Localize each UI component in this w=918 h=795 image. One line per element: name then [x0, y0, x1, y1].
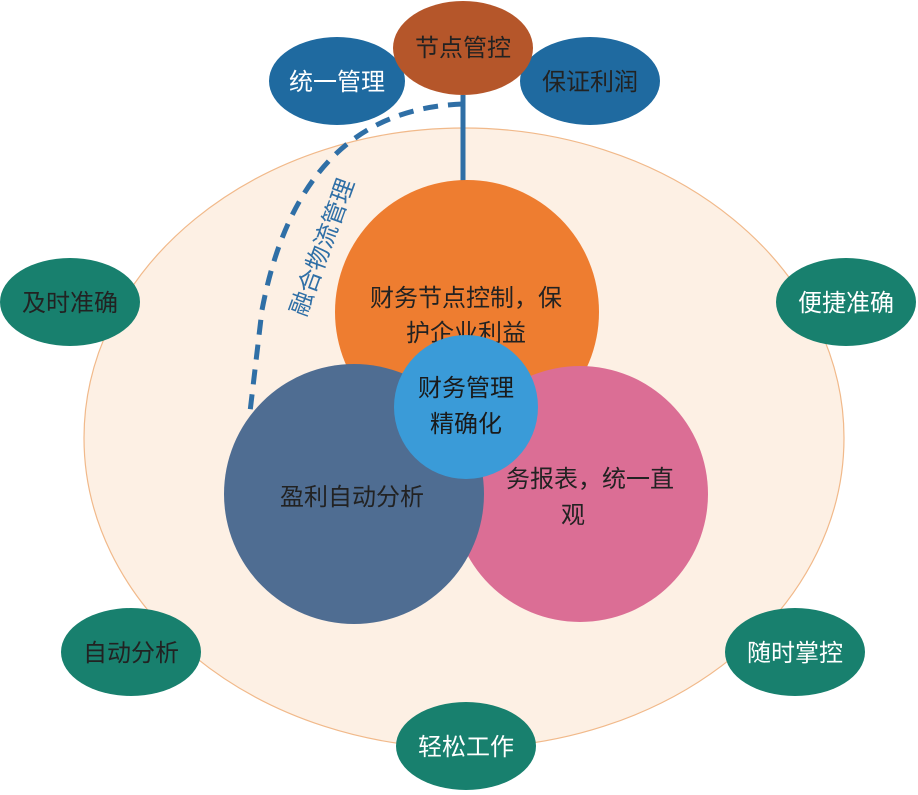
outer-node-bottom — [396, 702, 536, 790]
outer-node-left-lower-label: 自动分析 — [83, 639, 179, 667]
outer-node-right-lower — [725, 608, 865, 696]
center-circle — [394, 335, 538, 479]
center-label-line1: 财务管理 — [418, 374, 514, 402]
outer-node-left-upper-label: 及时准确 — [22, 289, 118, 317]
pink-circle-line2: 观 — [561, 501, 585, 529]
orange-circle-line1: 财务节点控制，保 — [370, 284, 562, 312]
outer-node-left-lower — [61, 608, 201, 696]
outer-node-right-lower-label: 随时掌控 — [747, 639, 843, 667]
top-left-node — [269, 37, 405, 125]
outer-node-right-upper-label: 便捷准确 — [798, 289, 894, 317]
center-label-line2: 精确化 — [430, 410, 502, 438]
pink-circle-line1: 务报表，统一直 — [506, 465, 674, 493]
top-left-node-label: 统一管理 — [289, 68, 385, 96]
slate-circle-label: 盈利自动分析 — [280, 483, 424, 511]
top-right-node-label: 保证利润 — [542, 68, 638, 96]
outer-node-bottom-label: 轻松工作 — [418, 733, 514, 761]
top-node — [393, 1, 533, 95]
top-node-label: 节点管控 — [415, 34, 511, 62]
top-right-node — [520, 37, 660, 125]
dashed-arc — [247, 101, 464, 413]
outer-node-right-upper — [776, 258, 916, 346]
outer-node-left-upper — [0, 258, 140, 346]
